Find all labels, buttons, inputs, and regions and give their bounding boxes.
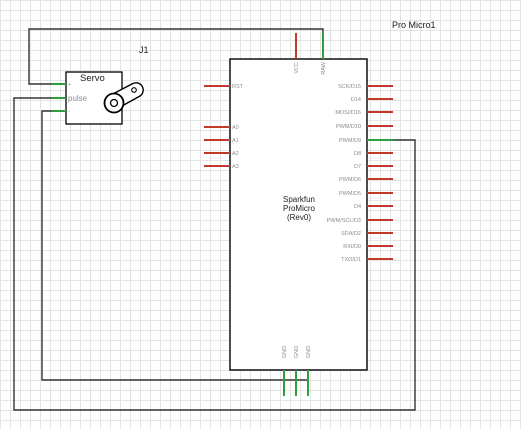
servo-pin-pulse[interactable]: pulse [52, 94, 88, 103]
promicro-body-line: Sparkfun [283, 195, 315, 204]
promicro-pin-label: D8 [354, 151, 361, 157]
promicro-pin-label: PWM/D6 [339, 177, 361, 183]
promicro-pin-raw[interactable]: RAW [321, 33, 327, 75]
servo-pin-label: - [68, 109, 70, 115]
promicro-pin-pwm-scl-d3[interactable]: PWM/SCL/D3 [327, 218, 393, 224]
promicro-pin-vcc[interactable]: VCC [294, 33, 300, 74]
promicro-pin-label: D7 [354, 164, 361, 170]
wire-d9-to-servo-pulse[interactable] [13, 97, 416, 411]
servo-ref-label: J1 [139, 45, 149, 55]
promicro-body-text: Sparkfun ProMicro (Rev0) [283, 195, 316, 222]
promicro-pin-label: GND [282, 346, 288, 358]
promicro-pin-label: VCC [294, 62, 300, 74]
promicro-pin-label: D4 [354, 204, 361, 210]
servo-component[interactable]: J1 Servo + pulse - [52, 45, 149, 125]
promicro-body-line: (Rev0) [287, 213, 311, 222]
promicro-pin-label: GND [306, 346, 312, 358]
promicro-pin-a1[interactable]: A1 [204, 138, 239, 144]
promicro-pin-pwm-d10[interactable]: PWM/D10 [336, 124, 393, 130]
promicro-pin-pwm-d6[interactable]: PWM/D6 [339, 177, 393, 183]
promicro-pin-label: RAW [321, 61, 327, 74]
promicro-pin-label: A2 [232, 151, 239, 157]
promicro-pin-label: D14 [351, 97, 361, 103]
promicro-pin-label: PWM/D10 [336, 124, 361, 130]
promicro-pin-gnd-2[interactable]: GND [294, 346, 300, 396]
promicro-body [229, 58, 368, 371]
promicro-pin-sck-d15[interactable]: SCK/D15 [338, 84, 393, 90]
promicro-pin-d14[interactable]: D14 [351, 97, 393, 103]
promicro-pin-label: PWM/D9 [339, 138, 361, 144]
promicro-pin-label: RXI/D0 [343, 244, 361, 250]
promicro-pin-label: A3 [232, 164, 239, 170]
promicro-pin-txo-d1[interactable]: TXO/D1 [341, 257, 393, 263]
promicro-pin-label: MOSI/D16 [335, 110, 361, 116]
promicro-pin-rxi-d0[interactable]: RXI/D0 [343, 244, 393, 250]
servo-pin-plus[interactable]: + [52, 82, 71, 88]
promicro-body-line: ProMicro [283, 204, 316, 213]
servo-pin-label: + [68, 82, 71, 88]
promicro-pin-label: TXO/D1 [341, 257, 361, 263]
promicro-pin-pwm-d9[interactable]: PWM/D9 [339, 138, 393, 144]
promicro-pin-label: A1 [232, 138, 239, 144]
promicro-pin-d8[interactable]: D8 [354, 151, 393, 157]
promicro-pin-label: GND [294, 346, 300, 358]
promicro-pin-sda-d2[interactable]: SDA/D2 [341, 231, 393, 237]
promicro-pin-label: A0 [232, 125, 239, 131]
servo-pin-minus[interactable]: - [52, 109, 70, 115]
promicro-pin-rst[interactable]: RST [204, 84, 244, 90]
promicro-pin-a2[interactable]: A2 [204, 151, 239, 157]
promicro-pin-label: PWM/D5 [339, 191, 361, 197]
promicro-pin-label: PWM/SCL/D3 [327, 218, 361, 224]
promicro-pin-d7[interactable]: D7 [354, 164, 393, 170]
promicro-pin-a0[interactable]: A0 [204, 125, 239, 131]
promicro-pin-label: RST [232, 84, 244, 90]
promicro-pin-pwm-d5[interactable]: PWM/D5 [339, 191, 393, 197]
promicro-pin-label: SDA/D2 [341, 231, 361, 237]
servo-name-label: Servo [80, 73, 105, 84]
promicro-pin-a3[interactable]: A3 [204, 164, 239, 170]
wire-gnd-to-servo-minus[interactable] [41, 110, 284, 381]
promicro-pin-gnd-1[interactable]: GND [282, 346, 288, 396]
promicro-pin-mosi-d16[interactable]: MOSI/D16 [335, 110, 393, 116]
promicro-component[interactable]: Pro Micro1 Sparkfun ProMicro (Rev0) VCC … [204, 20, 436, 396]
promicro-pin-label: SCK/D15 [338, 84, 361, 90]
servo-horn-icon [103, 82, 144, 114]
promicro-pin-gnd-3[interactable]: GND [306, 346, 312, 396]
servo-pin-label: pulse [68, 94, 88, 103]
promicro-pin-d4[interactable]: D4 [354, 204, 393, 210]
promicro-ref-label: Pro Micro1 [392, 20, 436, 30]
